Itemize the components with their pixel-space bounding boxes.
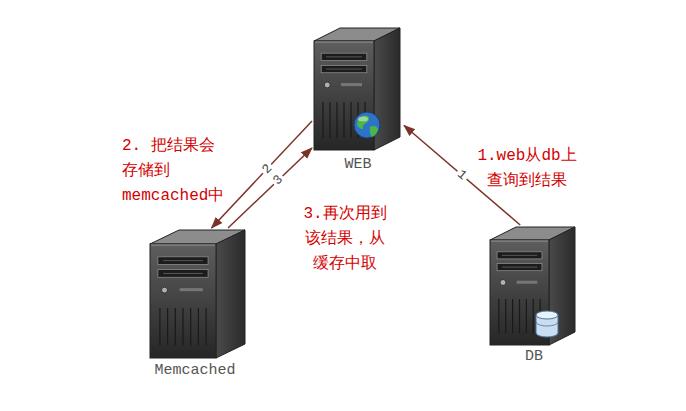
vent bbox=[322, 102, 323, 138]
indicator bbox=[341, 83, 362, 86]
drive-bay bbox=[321, 65, 367, 72]
server-name: DB bbox=[488, 348, 580, 366]
server-icon bbox=[314, 28, 402, 152]
power-button bbox=[162, 287, 168, 293]
vent bbox=[498, 299, 499, 333]
indicator bbox=[180, 288, 203, 291]
server-icon bbox=[150, 230, 247, 360]
server-edge-highlight bbox=[491, 241, 548, 242]
drive-bay bbox=[158, 257, 208, 265]
vent bbox=[329, 102, 330, 138]
vent bbox=[190, 308, 191, 345]
drive-slot bbox=[326, 56, 362, 57]
server-node: WEB bbox=[312, 28, 404, 178]
drive-slot bbox=[502, 255, 537, 256]
drive-bay bbox=[497, 252, 542, 259]
vent bbox=[505, 299, 506, 333]
server-front bbox=[150, 244, 216, 358]
vent bbox=[175, 308, 176, 345]
server-name: Memcached bbox=[140, 362, 250, 380]
vent bbox=[533, 299, 534, 333]
vent bbox=[343, 102, 344, 138]
vent bbox=[206, 308, 207, 345]
drive-slot bbox=[163, 260, 203, 261]
vent bbox=[198, 308, 199, 345]
vent bbox=[526, 299, 527, 333]
step-note: 3.再次用到 该结果，从 缓存中取 bbox=[290, 202, 400, 277]
step-note: 1.web从db上 查询到结果 bbox=[470, 144, 584, 194]
server-edge-highlight bbox=[151, 245, 215, 246]
data-flow-arrow bbox=[212, 121, 313, 228]
step-note: 2. 把结果会 存储到 memcached中 bbox=[122, 134, 250, 209]
server-side bbox=[216, 230, 245, 358]
drive-slot bbox=[163, 273, 203, 274]
vent bbox=[519, 299, 520, 333]
power-button bbox=[500, 279, 506, 285]
server-node: Memcached bbox=[140, 228, 250, 388]
indicator bbox=[517, 281, 538, 284]
power-button bbox=[324, 82, 330, 88]
drive-slot bbox=[326, 69, 362, 70]
vent bbox=[350, 102, 351, 138]
drive-bay bbox=[497, 264, 542, 271]
server-icon bbox=[490, 227, 577, 347]
vent bbox=[512, 299, 513, 333]
server-name: WEB bbox=[312, 156, 404, 174]
drive-slot bbox=[502, 267, 537, 268]
vent bbox=[336, 102, 337, 138]
vent bbox=[159, 308, 160, 345]
globe-icon bbox=[354, 112, 380, 138]
drive-bay bbox=[321, 53, 367, 60]
server-node: DB bbox=[488, 225, 580, 370]
server-edge-highlight bbox=[315, 42, 373, 43]
data-flow-arrow bbox=[228, 148, 312, 228]
drive-bay bbox=[158, 270, 208, 278]
vent bbox=[182, 308, 183, 345]
vent bbox=[167, 308, 168, 345]
database-icon bbox=[536, 311, 558, 337]
